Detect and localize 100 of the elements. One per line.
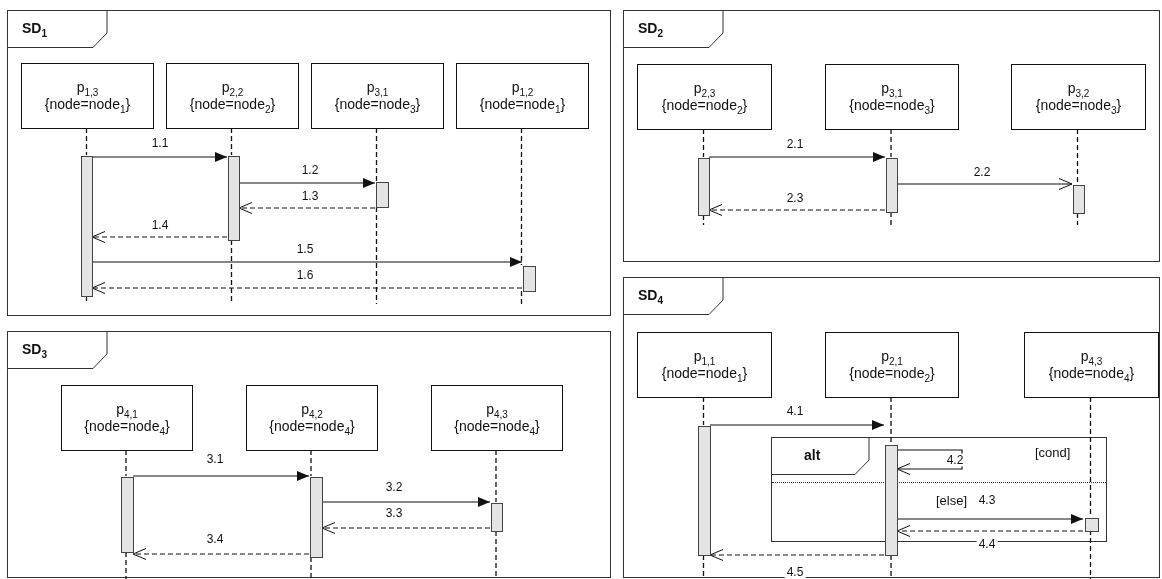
activation-bar bbox=[376, 182, 389, 208]
participant-name: p$_{2,3}$ bbox=[693, 80, 716, 97]
message-label: 3.4 bbox=[204, 532, 226, 546]
node-tag: {node=node$_{1}$} bbox=[479, 96, 566, 113]
lifeline bbox=[890, 396, 892, 445]
message-arrow bbox=[91, 152, 228, 162]
frame-title: SD$_{2}$ bbox=[638, 20, 663, 36]
message-arrow bbox=[709, 420, 885, 430]
lifeline-head bbox=[825, 64, 959, 130]
node-tag: {node=node$_{2}$} bbox=[849, 365, 935, 382]
activation-bar bbox=[1073, 185, 1085, 214]
message-label: 3.1 bbox=[204, 452, 226, 466]
activation-bar bbox=[886, 158, 898, 213]
node-tag: {node=node$_{3}$} bbox=[1035, 97, 1122, 114]
message-label: 1.1 bbox=[149, 136, 171, 150]
participant-name: p$_{4,3}$ bbox=[486, 401, 508, 418]
activation-bar bbox=[523, 266, 536, 292]
reply-arrow bbox=[91, 282, 523, 294]
reply-arrow bbox=[708, 204, 886, 216]
frame-title: SD$_{3}$ bbox=[22, 341, 47, 357]
frame-title: SD$_{1}$ bbox=[22, 20, 47, 36]
participant-name: p$_{1,2}$ bbox=[511, 79, 534, 96]
participant-name: p$_{4,2}$ bbox=[301, 401, 323, 418]
message-label: 3.2 bbox=[383, 480, 405, 494]
activation-bar bbox=[121, 477, 134, 553]
message-label: 1.6 bbox=[294, 268, 316, 282]
node-tag: {node=node$_{4}$} bbox=[269, 418, 355, 435]
lifeline bbox=[1076, 128, 1079, 185]
message-label: 1.5 bbox=[294, 242, 316, 256]
activation-bar bbox=[698, 426, 711, 556]
reply-arrow bbox=[709, 549, 885, 561]
participant-name: p$_{2,1}$ bbox=[881, 348, 903, 365]
message-arrow bbox=[321, 497, 491, 507]
message-label: 4.1 bbox=[784, 404, 806, 418]
activation-bar bbox=[228, 156, 240, 241]
node-tag: {node=node$_{2}$} bbox=[189, 96, 276, 113]
message-arrow bbox=[708, 152, 886, 162]
lifeline bbox=[230, 127, 233, 156]
node-tag: {node=node$_{1}$} bbox=[44, 96, 131, 113]
message-label: 3.3 bbox=[383, 506, 405, 520]
activation-bar bbox=[1085, 518, 1099, 532]
activation-bar bbox=[491, 503, 503, 532]
message-label: 1.2 bbox=[299, 163, 321, 177]
lifeline-head bbox=[1024, 332, 1159, 398]
message-arrow bbox=[132, 471, 310, 481]
activation-bar bbox=[310, 477, 323, 558]
lifeline bbox=[310, 449, 312, 477]
message-label: 2.1 bbox=[784, 137, 806, 151]
lifeline bbox=[702, 396, 705, 426]
message-label: 4.3 bbox=[976, 493, 998, 507]
reply-arrow bbox=[91, 231, 228, 243]
guard-condition: [cond] bbox=[1035, 445, 1071, 460]
lifeline bbox=[495, 449, 497, 503]
lifeline-head bbox=[61, 385, 193, 451]
participant-name: p$_{2,2}$ bbox=[221, 79, 244, 96]
node-tag: {node=node$_{4}$} bbox=[454, 418, 540, 435]
lifeline-head bbox=[637, 64, 772, 130]
message-label: 2.2 bbox=[971, 165, 993, 179]
lifeline-head bbox=[825, 332, 959, 398]
lifeline bbox=[890, 128, 892, 158]
lifeline-head bbox=[21, 63, 154, 129]
lifeline bbox=[702, 128, 705, 158]
activation-bar bbox=[81, 156, 93, 297]
message-label: 1.3 bbox=[299, 189, 321, 203]
lifeline-head bbox=[166, 63, 299, 129]
participant-name: p$_{1,3}$ bbox=[76, 79, 99, 96]
participant-name: p$_{3,1}$ bbox=[366, 79, 389, 96]
message-arrow bbox=[896, 514, 1084, 524]
message-arrow bbox=[896, 178, 1073, 190]
lifeline bbox=[520, 127, 523, 266]
message-label: 4.5 bbox=[784, 565, 806, 579]
message-arrow bbox=[238, 178, 376, 188]
reply-arrow bbox=[321, 522, 491, 534]
frame-title: SD$_{4}$ bbox=[638, 287, 663, 303]
message-label: 4.2 bbox=[944, 453, 966, 467]
participant-name: p$_{3,2}$ bbox=[1067, 80, 1090, 97]
fragment-operator: alt bbox=[804, 447, 821, 463]
node-tag: {node=node$_{3}$} bbox=[334, 96, 421, 113]
diagram-frame bbox=[623, 10, 1160, 262]
lifeline-head bbox=[246, 385, 378, 451]
reply-arrow bbox=[132, 548, 310, 560]
node-tag: {node=node$_{2}$} bbox=[661, 97, 748, 114]
reply-arrow bbox=[238, 202, 376, 214]
lifeline bbox=[375, 127, 378, 182]
lifeline bbox=[85, 127, 88, 156]
activation-bar bbox=[885, 445, 898, 556]
message-label: 4.4 bbox=[976, 537, 998, 551]
reply-arrow bbox=[896, 525, 1084, 537]
diagram-frame bbox=[623, 277, 1160, 578]
guard-condition: [else] bbox=[936, 493, 968, 508]
diagram-frame bbox=[7, 331, 611, 578]
node-tag: {node=node$_{4}$} bbox=[1048, 365, 1135, 382]
lifeline-head bbox=[637, 332, 772, 398]
message-label: 1.4 bbox=[149, 218, 171, 232]
diagram-frame bbox=[7, 10, 611, 316]
participant-name: p$_{3,1}$ bbox=[881, 80, 903, 97]
lifeline-head bbox=[311, 63, 444, 129]
lifeline-head bbox=[431, 385, 563, 451]
lifeline-head bbox=[1011, 64, 1146, 130]
node-tag: {node=node$_{4}$} bbox=[84, 418, 170, 435]
